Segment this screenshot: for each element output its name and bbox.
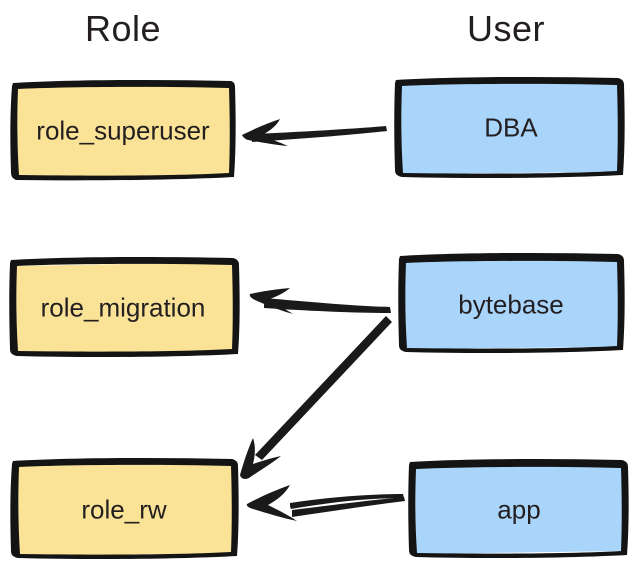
- node-bytebase-fill: [405, 258, 621, 349]
- node-dba-fill: [401, 82, 621, 174]
- edge-bytebase-to-role-migration-head: [249, 288, 293, 314]
- edge-dba-to-role-superuser-line: [252, 126, 387, 142]
- edge-bytebase-to-role-migration-line: [264, 298, 391, 313]
- edge-dba-to-role-superuser-head: [242, 119, 288, 146]
- edge-app-to-role-rw-line-lower: [292, 497, 405, 517]
- node-role-superuser[interactable]: [10, 79, 236, 181]
- edge-app-to-role-rw-line-upper: [290, 494, 404, 509]
- column-header-role: Role: [84, 8, 162, 49]
- node-role-rw-fill: [18, 463, 236, 556]
- node-dba[interactable]: [394, 76, 625, 179]
- node-role-migration-fill: [16, 262, 236, 352]
- edge-bytebase-to-role-rw: [240, 316, 392, 479]
- node-role-rw[interactable]: [10, 457, 239, 560]
- node-bytebase[interactable]: [398, 252, 625, 354]
- node-role-migration[interactable]: [9, 256, 240, 358]
- edge-dba-to-role-superuser: [242, 119, 387, 146]
- edge-bytebase-to-role-rw-line: [255, 316, 392, 460]
- edge-app-to-role-rw: [246, 485, 405, 521]
- node-app[interactable]: [408, 458, 629, 559]
- edge-bytebase-to-role-rw-head: [240, 438, 281, 479]
- edge-bytebase-to-role-migration: [249, 288, 391, 314]
- column-header-user: User: [466, 8, 546, 49]
- edge-app-to-role-rw-head: [246, 485, 297, 521]
- node-app-fill: [415, 465, 625, 554]
- node-role-superuser-fill: [17, 85, 234, 178]
